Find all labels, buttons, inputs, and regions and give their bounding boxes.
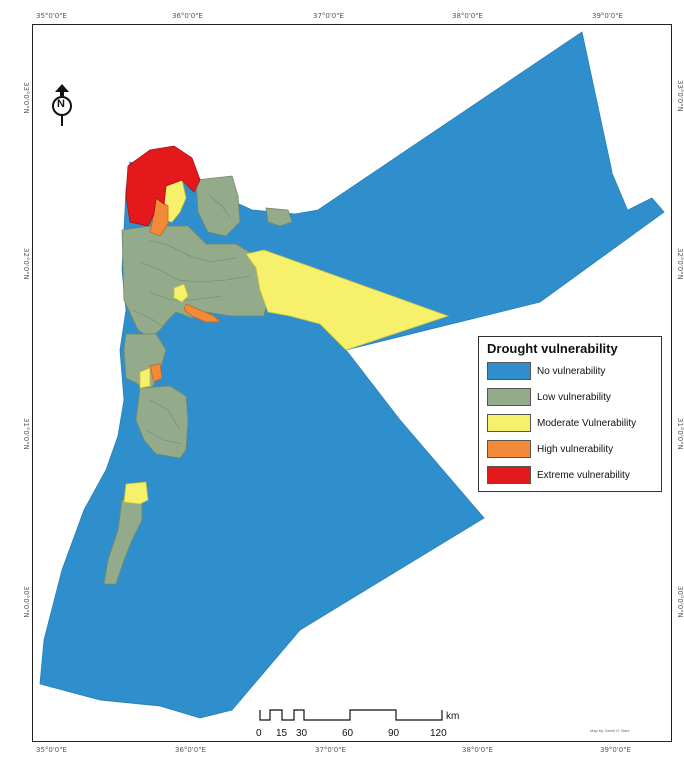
region-extreme-vulnerability	[125, 145, 201, 227]
legend-item: Extreme vulnerability	[487, 465, 630, 485]
region-moderate-vulnerability	[245, 249, 450, 351]
legend-label: Low vulnerability	[537, 391, 611, 403]
top-coord: 36°0'0"E	[172, 12, 203, 20]
scale-unit: km	[446, 711, 460, 722]
north-label: N	[57, 98, 65, 110]
legend-item: Moderate Vulnerability	[487, 413, 636, 433]
legend-swatch	[487, 466, 531, 484]
region-high-vulnerability	[149, 363, 163, 383]
legend-swatch	[487, 388, 531, 406]
region-low-vulnerability	[135, 385, 189, 459]
region-low-vulnerability	[195, 175, 241, 237]
top-coord: 37°0'0"E	[313, 12, 344, 20]
legend-item: No vulnerability	[487, 361, 605, 381]
region-moderate-vulnerability	[139, 367, 151, 389]
top-coord: 39°0'0"E	[592, 12, 623, 20]
legend-title: Drought vulnerability	[487, 341, 618, 356]
region-low-vulnerability	[103, 499, 143, 585]
district-borders	[131, 195, 251, 445]
bottom-coord: 39°0'0"E	[600, 746, 631, 754]
legend-item: High vulnerability	[487, 439, 613, 459]
scale-label: 30	[296, 728, 308, 739]
legend-swatch	[487, 440, 531, 458]
legend-label: No vulnerability	[537, 365, 606, 377]
legend-item: Low vulnerability	[487, 387, 611, 407]
scale-label: 90	[388, 728, 400, 739]
top-coord: 35°0'0"E	[36, 12, 67, 20]
map-credit: Map by: Aseel H. Bani	[590, 728, 630, 733]
scale-bar-graphic	[259, 709, 443, 721]
border-notch	[612, 172, 632, 210]
north-arrow-icon	[52, 84, 72, 126]
region-low-vulnerability	[265, 207, 293, 227]
legend-label: Moderate Vulnerability	[537, 417, 637, 429]
scale-label: 60	[342, 728, 354, 739]
region-no-vulnerability	[39, 31, 665, 719]
top-coord: 38°0'0"E	[452, 12, 483, 20]
legend: Drought vulnerability No vulnerability L…	[478, 336, 662, 492]
bottom-coord: 35°0'0"E	[36, 746, 67, 754]
legend-label: Extreme vulnerability	[537, 469, 630, 481]
legend-swatch	[487, 362, 531, 380]
legend-swatch	[487, 414, 531, 432]
region-moderate-vulnerability	[173, 283, 189, 303]
scale-label: 15	[276, 728, 288, 739]
north-arrow: N	[48, 82, 76, 128]
scale-bar: 0 15 30 60 90 120 km	[256, 708, 459, 739]
bottom-coord: 38°0'0"E	[462, 746, 493, 754]
legend-label: High vulnerability	[537, 443, 614, 455]
bottom-coord: 37°0'0"E	[315, 746, 346, 754]
region-moderate-vulnerability	[123, 481, 149, 505]
bottom-coord: 36°0'0"E	[175, 746, 206, 754]
scale-label: 0	[256, 728, 262, 739]
scale-label: 120	[430, 728, 447, 739]
region-high-vulnerability	[183, 303, 221, 323]
